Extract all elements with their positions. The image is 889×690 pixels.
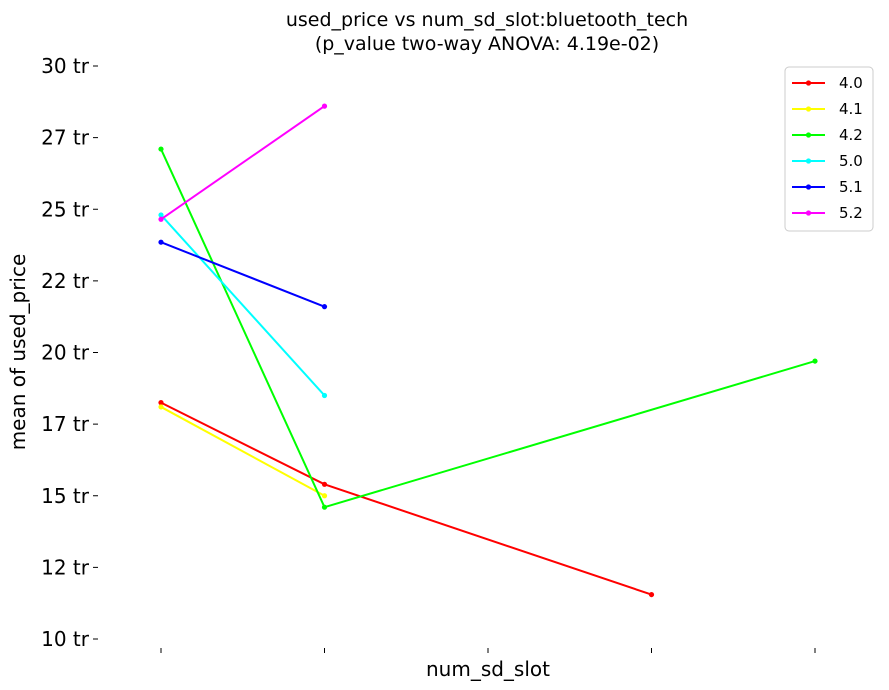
data-point <box>158 400 164 406</box>
data-point <box>321 392 328 399</box>
y-axis: 10 tr 12 tr 15 tr 17 tr 20 tr 22 tr 25 tr 27 tr… <box>41 54 98 651</box>
y-tick-label: 15 tr <box>41 484 90 508</box>
data-point <box>321 504 328 510</box>
data-point <box>812 358 818 364</box>
series-5.1 <box>158 239 328 310</box>
chart-subtitle: (p_value two-way ANOVA: 4.19e-02) <box>315 33 659 55</box>
series-line <box>160 148 816 509</box>
y-tick-label: 10 tr <box>41 627 90 651</box>
legend-entry: 4.1 <box>792 100 863 118</box>
legend-entry: 5.2 <box>792 204 863 222</box>
legend-label: 5.0 <box>839 152 863 170</box>
x-axis <box>160 648 816 653</box>
data-point <box>158 239 164 245</box>
legend: 4.0 4.1 4.2 5.0 5.1 5.2 <box>784 66 874 232</box>
legend-marker <box>805 184 812 190</box>
data-point <box>321 103 328 109</box>
data-point <box>321 304 328 310</box>
series-5.0 <box>158 212 328 399</box>
legend-label: 5.1 <box>839 178 863 196</box>
legend-label: 4.2 <box>839 126 863 144</box>
series-4.0 <box>158 400 655 598</box>
legend-label: 4.0 <box>839 74 863 92</box>
series-line <box>160 406 325 497</box>
series-5.2 <box>158 103 328 222</box>
y-axis-label: mean of used_price <box>6 254 30 451</box>
legend-entry: 4.2 <box>792 126 863 144</box>
legend-marker <box>805 132 812 138</box>
legend-marker <box>805 80 812 86</box>
data-point <box>648 591 655 598</box>
series-layer <box>158 103 818 598</box>
series-line <box>160 214 326 397</box>
series-line <box>160 241 325 308</box>
legend-marker <box>805 106 812 112</box>
legend-marker <box>805 158 812 164</box>
y-tick-label: 25 tr <box>41 197 90 221</box>
legend-entry: 5.0 <box>792 152 863 170</box>
y-tick-label: 12 tr <box>41 555 90 579</box>
series-4.1 <box>158 404 328 499</box>
data-point <box>158 146 164 152</box>
data-point <box>158 404 164 410</box>
chart-title: used_price vs num_sd_slot:bluetooth_tech <box>286 9 688 31</box>
legend-entry: 5.1 <box>792 178 863 196</box>
legend-marker <box>805 210 812 216</box>
data-point <box>321 493 328 499</box>
y-tick-label: 27 tr <box>41 126 90 150</box>
y-tick-label: 17 tr <box>41 412 90 436</box>
data-point <box>158 212 164 218</box>
legend-entry: 4.0 <box>792 74 863 92</box>
y-tick-label: 20 tr <box>41 341 90 365</box>
data-point <box>158 216 164 222</box>
y-tick-label: 30 tr <box>41 54 90 78</box>
data-point <box>321 481 328 487</box>
legend-label: 4.1 <box>839 100 863 118</box>
legend-label: 5.2 <box>839 204 863 222</box>
x-axis-label: num_sd_slot <box>426 657 550 681</box>
series-line <box>160 105 326 221</box>
y-tick-label: 22 tr <box>41 269 90 293</box>
series-4.2 <box>158 146 818 510</box>
